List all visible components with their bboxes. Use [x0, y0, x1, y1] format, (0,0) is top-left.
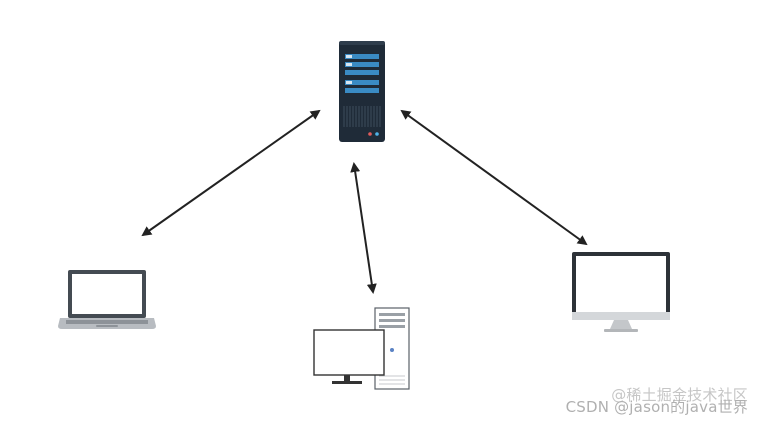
monitor-icon	[572, 252, 670, 332]
arrow-server-laptop	[141, 109, 321, 237]
arrow-server-desktop	[350, 162, 377, 294]
rack-server-icon	[339, 41, 385, 142]
arrow-server-monitor	[400, 109, 588, 246]
watermark-line-1: @稀土掘金技术社区	[611, 386, 748, 404]
watermark-line-2: CSDN @jason的java世界	[565, 398, 748, 416]
desktop-monitor-icon	[313, 329, 385, 384]
laptop-icon	[58, 270, 156, 329]
